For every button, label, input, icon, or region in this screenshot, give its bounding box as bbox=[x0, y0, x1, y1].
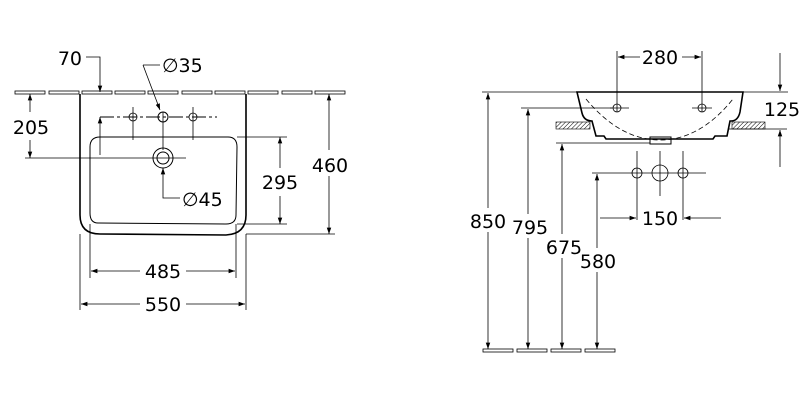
dim-supply-spacing: 150 bbox=[642, 208, 678, 230]
front-view: 70 ∅35 205 ∅45 295 460 485 550 bbox=[13, 48, 348, 316]
siphon-outlet bbox=[649, 136, 672, 145]
dim-tap-height: 795 bbox=[512, 217, 548, 239]
dim-overall-width: 550 bbox=[145, 294, 181, 316]
dim-basin-height: 125 bbox=[764, 99, 800, 121]
basin-profile bbox=[575, 91, 744, 140]
dim-drain-diameter: ∅45 bbox=[182, 189, 223, 211]
dim-bowl-width: 485 bbox=[145, 261, 181, 283]
drain bbox=[25, 147, 186, 169]
dim-hole-spacing: 280 bbox=[642, 47, 678, 69]
dim-siphon-height: 675 bbox=[546, 237, 582, 259]
dim-tap-hole-diameter: ∅35 bbox=[162, 55, 203, 77]
bowl-outline bbox=[89, 136, 238, 225]
basin-outline bbox=[79, 94, 247, 236]
wall-line bbox=[14, 90, 346, 95]
dim-tap-offset: 70 bbox=[58, 48, 82, 70]
tap-holes bbox=[100, 107, 217, 150]
dim-rim-height: 850 bbox=[470, 211, 506, 233]
floor-line bbox=[482, 348, 616, 353]
dim-bowl-depth: 295 bbox=[262, 172, 298, 194]
side-view: 280 125 150 850 795 675 bbox=[470, 47, 800, 353]
dim-supply-height: 580 bbox=[580, 251, 616, 273]
wall-section-right bbox=[731, 121, 766, 130]
dim-drain-depth: 205 bbox=[13, 117, 49, 139]
wall-section-left bbox=[555, 121, 591, 130]
dim-overall-depth: 460 bbox=[312, 155, 348, 177]
